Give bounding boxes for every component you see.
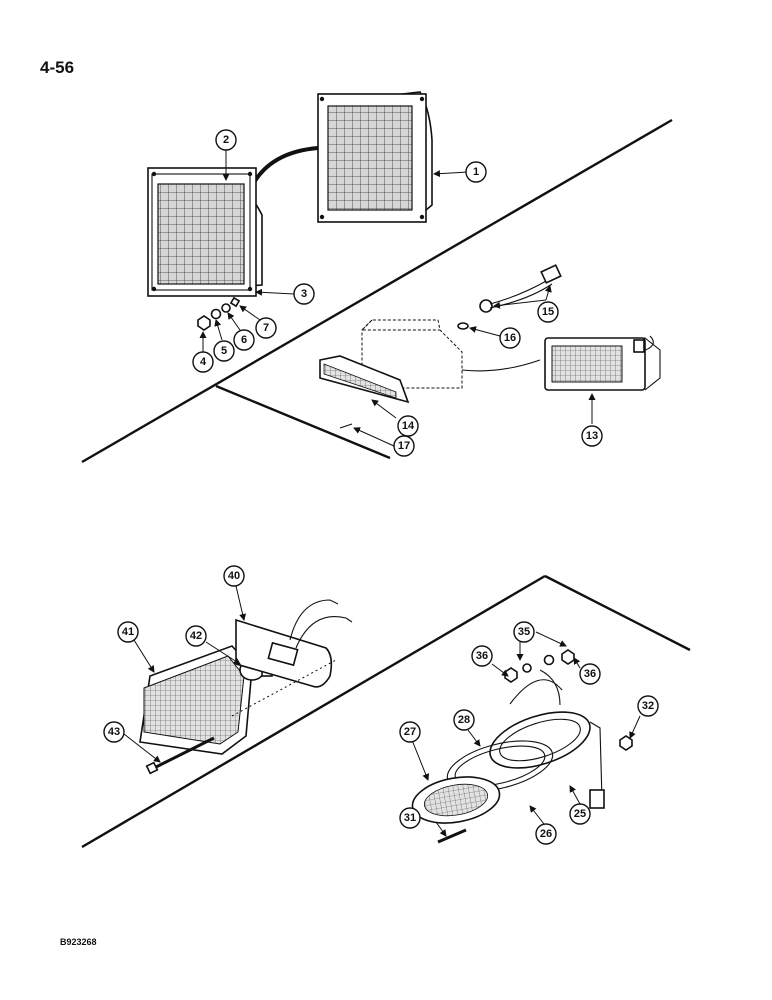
svg-text:36: 36 — [584, 668, 596, 680]
work-lamp-rear — [317, 91, 433, 223]
callout-6: 6 — [233, 329, 255, 351]
svg-text:35: 35 — [518, 626, 530, 638]
svg-text:41: 41 — [122, 626, 134, 638]
callout-1: 1 — [465, 161, 487, 183]
warning-lamp-lens — [139, 645, 253, 755]
mounting-hardware — [197, 296, 241, 331]
svg-text:43: 43 — [108, 726, 120, 738]
svg-text:25: 25 — [574, 808, 586, 820]
svg-text:31: 31 — [404, 812, 416, 824]
svg-text:17: 17 — [398, 440, 410, 452]
svg-text:1: 1 — [473, 166, 479, 178]
section-dividers — [81, 118, 691, 849]
callout-40: 40 — [223, 565, 245, 587]
work-lamp-front — [147, 167, 263, 297]
svg-text:16: 16 — [504, 332, 516, 344]
callout-36-right: 36 — [579, 663, 601, 685]
svg-text:32: 32 — [642, 700, 654, 712]
callout-4: 4 — [192, 351, 214, 373]
figure-code: B923268 — [60, 937, 97, 947]
oval-lamp-assembly — [411, 649, 633, 844]
svg-text:28: 28 — [458, 714, 470, 726]
svg-text:2: 2 — [223, 134, 229, 146]
callout-32: 32 — [637, 695, 659, 717]
svg-text:27: 27 — [404, 726, 416, 738]
callout-5: 5 — [213, 340, 235, 362]
callout-16: 16 — [499, 327, 521, 349]
screw-43 — [145, 736, 215, 775]
callout-36-left: 36 — [471, 645, 493, 667]
callout-25: 25 — [569, 803, 591, 825]
callout-7: 7 — [255, 317, 277, 339]
callout-14: 14 — [397, 415, 419, 437]
svg-text:15: 15 — [542, 306, 554, 318]
svg-text:6: 6 — [241, 334, 247, 346]
svg-text:14: 14 — [402, 420, 415, 432]
callout-43: 43 — [103, 721, 125, 743]
svg-text:5: 5 — [221, 345, 227, 357]
callout-2: 2 — [215, 129, 237, 151]
callout-27: 27 — [399, 721, 421, 743]
svg-text:26: 26 — [540, 828, 552, 840]
callout-26: 26 — [535, 823, 557, 845]
svg-text:7: 7 — [263, 322, 269, 334]
page-number: 4-56 — [40, 58, 75, 77]
marker-lamp-assembly — [319, 264, 661, 429]
callout-28: 28 — [453, 709, 475, 731]
leader-lines — [123, 150, 641, 837]
callout-31: 31 — [399, 807, 421, 829]
callout-17: 17 — [393, 435, 415, 457]
svg-text:3: 3 — [301, 288, 307, 300]
svg-text:36: 36 — [476, 650, 488, 662]
callout-15: 15 — [537, 301, 559, 323]
callout-41: 41 — [117, 621, 139, 643]
svg-text:40: 40 — [228, 570, 240, 582]
lamp-base-plate — [231, 599, 353, 717]
svg-text:42: 42 — [190, 630, 202, 642]
svg-text:13: 13 — [586, 430, 598, 442]
callout-35: 35 — [513, 621, 535, 643]
svg-text:4: 4 — [200, 356, 207, 368]
callout-3: 3 — [293, 283, 315, 305]
callout-42: 42 — [185, 625, 207, 647]
callout-13: 13 — [581, 425, 603, 447]
